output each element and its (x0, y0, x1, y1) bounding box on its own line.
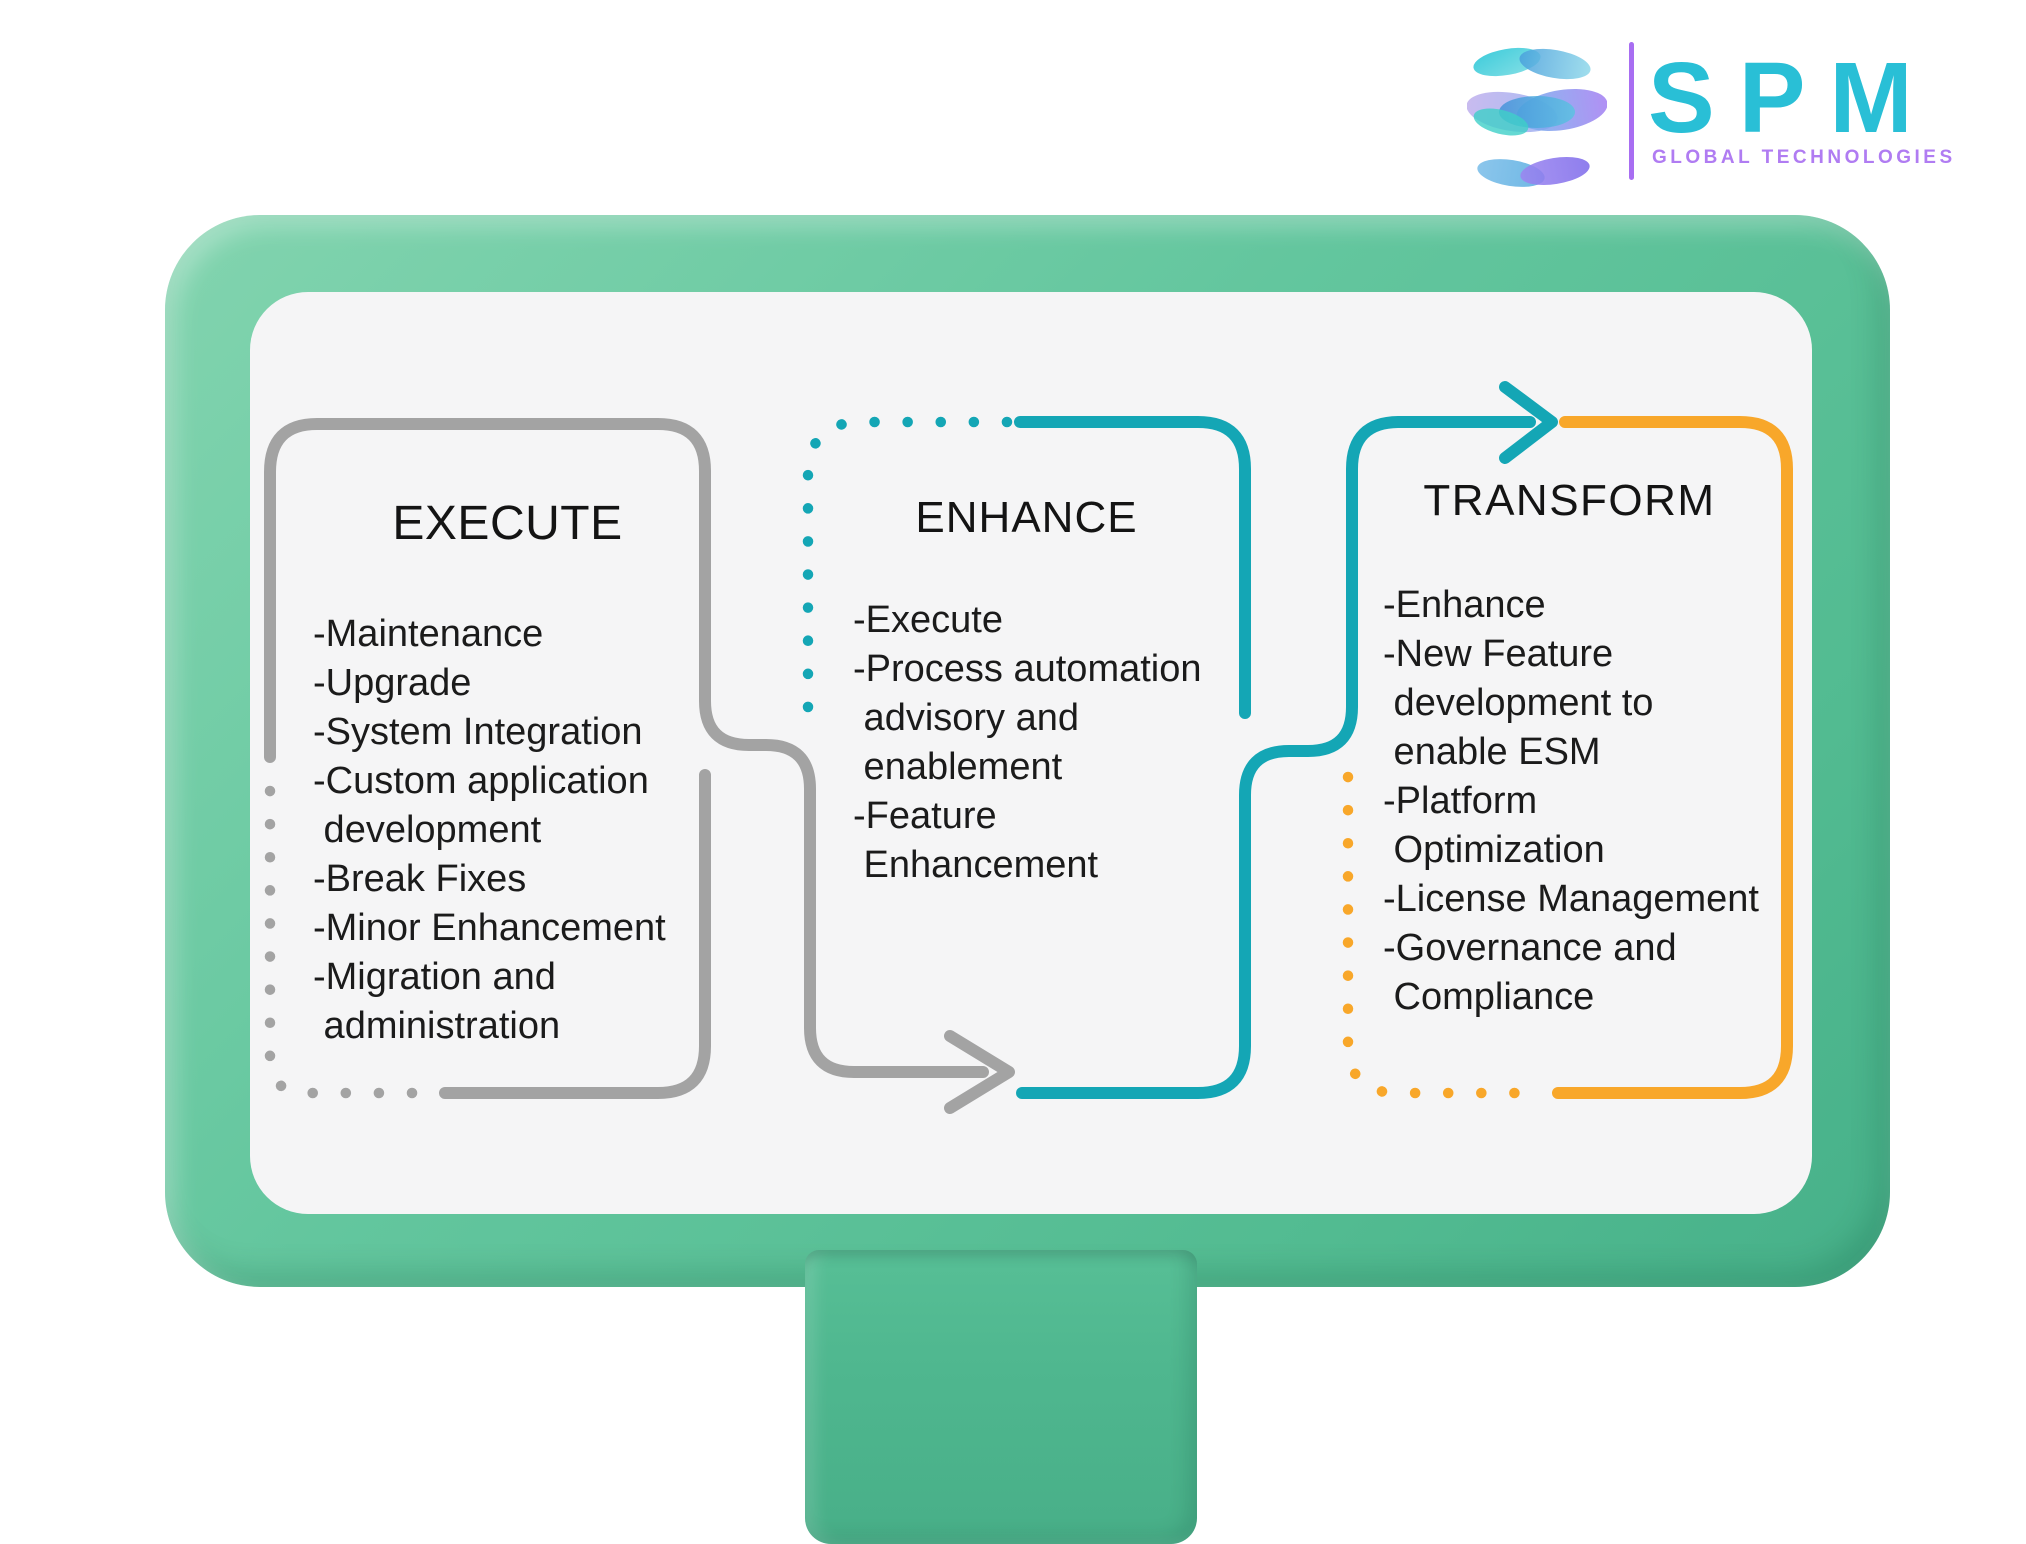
monitor-stand (805, 1250, 1197, 1544)
brand-tagline: GLOBAL TECHNOLOGIES (1652, 147, 1956, 168)
panel-title-enhance: ENHANCE (915, 493, 1138, 542)
execute-border-dotted (264, 785, 434, 1099)
execute-border-main (264, 418, 989, 1078)
transform-border-main (1552, 416, 1793, 1099)
panel-items-transform: -Enhance -New Feature development to ena… (1383, 584, 1759, 1018)
enhance-border-right (1014, 416, 1251, 719)
monitor-screen (250, 292, 1812, 1214)
transform-border-dotted (1342, 771, 1529, 1099)
enhance-border-dotted (802, 416, 1013, 733)
gray-arrow-right-icon (944, 1030, 1015, 1114)
brand-name: SPM (1648, 42, 1937, 154)
transform-border-left (1016, 416, 1536, 1099)
brand-logo: SPM GLOBAL TECHNOLOGIES (1460, 30, 2020, 210)
panel-title-execute: EXECUTE (392, 497, 623, 550)
panel-items-enhance: -Execute -Process automation advisory an… (853, 599, 1202, 886)
panel-items-execute: -Maintenance -Upgrade -System Integratio… (313, 613, 666, 1047)
globe-waves-icon (1467, 47, 1607, 187)
panel-title-transform: TRANSFORM (1423, 476, 1716, 525)
execute-border-bottom (439, 769, 711, 1099)
logo-divider (1629, 42, 1634, 180)
teal-arrow-right-icon (1499, 381, 1558, 464)
